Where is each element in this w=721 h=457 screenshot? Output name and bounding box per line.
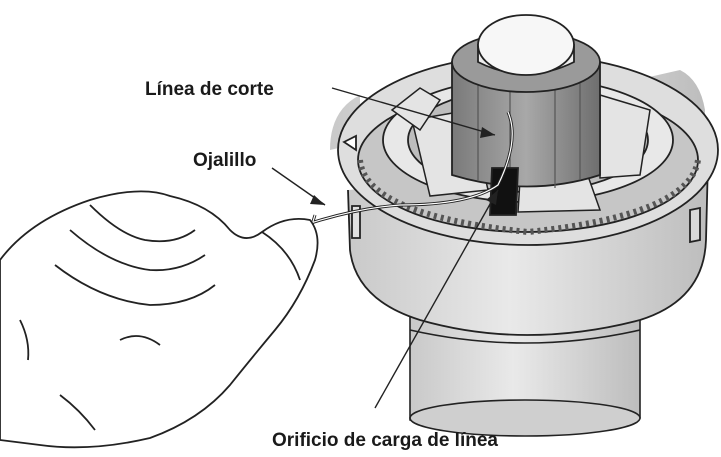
leader-loading-hole <box>374 189 499 409</box>
label-eyelet: Ojalillo <box>193 150 256 171</box>
label-cutting-line: Línea de corte <box>145 79 274 100</box>
spool-stem <box>409 299 641 437</box>
leader-cutting-line <box>331 87 496 136</box>
hand-illustration <box>0 190 319 449</box>
label-line-loading-hole: Orificio de carga de línea <box>272 430 498 451</box>
arrowheads <box>310 127 498 205</box>
spool-hub <box>451 14 601 216</box>
